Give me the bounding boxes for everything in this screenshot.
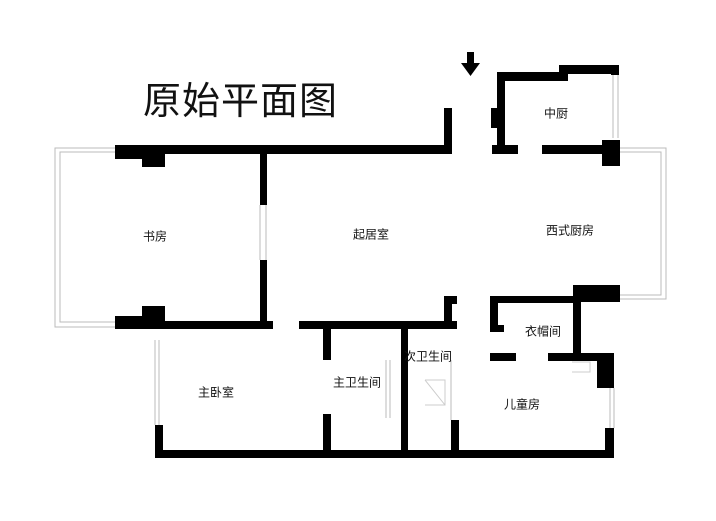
room-label-study: 书房 [142, 229, 168, 244]
down-arrow-icon [461, 52, 480, 76]
balcony-outline-right [620, 147, 667, 300]
room-label-master-bathroom: 主卫生间 [332, 375, 382, 390]
room-label-kids-room: 儿童房 [503, 397, 541, 412]
walls [115, 65, 620, 458]
room-label-master-bedroom: 主卧室 [197, 385, 235, 400]
balcony-outline-left [54, 147, 115, 328]
door-hints [424, 361, 591, 406]
room-label-chinese-kitchen: 中厨 [543, 106, 569, 121]
room-label-living-room: 起居室 [352, 227, 390, 242]
room-label-second-bathroom: 次卫生间 [403, 349, 453, 364]
window-lines [154, 75, 619, 428]
room-label-closet: 衣帽间 [524, 324, 562, 339]
room-label-western-kitchen: 西式厨房 [545, 223, 595, 238]
plan-title: 原始平面图 [143, 79, 339, 123]
